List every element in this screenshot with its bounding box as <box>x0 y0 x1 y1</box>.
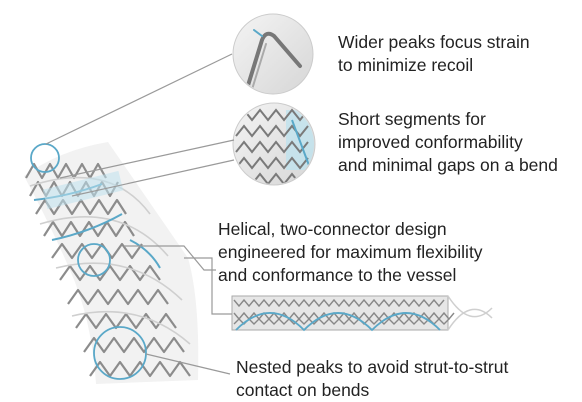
helix-line <box>235 312 441 332</box>
highlight-circle-bottom <box>93 326 147 380</box>
inset-short-segments <box>232 102 316 186</box>
highlight-segment <box>42 170 124 210</box>
stent-straight-view <box>231 295 493 332</box>
callout-helical-design: Helical, two-connector design engineered… <box>218 219 483 285</box>
callout-nested-peaks: Nested peaks to avoid strut-to-strut con… <box>236 357 509 400</box>
leader-line-6 <box>145 353 231 375</box>
highlight-circle-middle <box>77 243 111 277</box>
leader-line-3 <box>71 159 235 197</box>
inset-wider-peaks <box>232 13 314 95</box>
highlight-circle-top <box>30 143 60 173</box>
callout-wider-peaks: Wider peaks focus strain to minimize rec… <box>338 32 530 75</box>
callout-short-segments: Short segments for improved conformabili… <box>338 109 558 175</box>
leader-line-5 <box>184 257 232 315</box>
leader-lines <box>45 53 235 375</box>
leader-line-2 <box>59 139 235 179</box>
stent-body <box>24 142 199 384</box>
leader-line-1 <box>45 53 233 145</box>
